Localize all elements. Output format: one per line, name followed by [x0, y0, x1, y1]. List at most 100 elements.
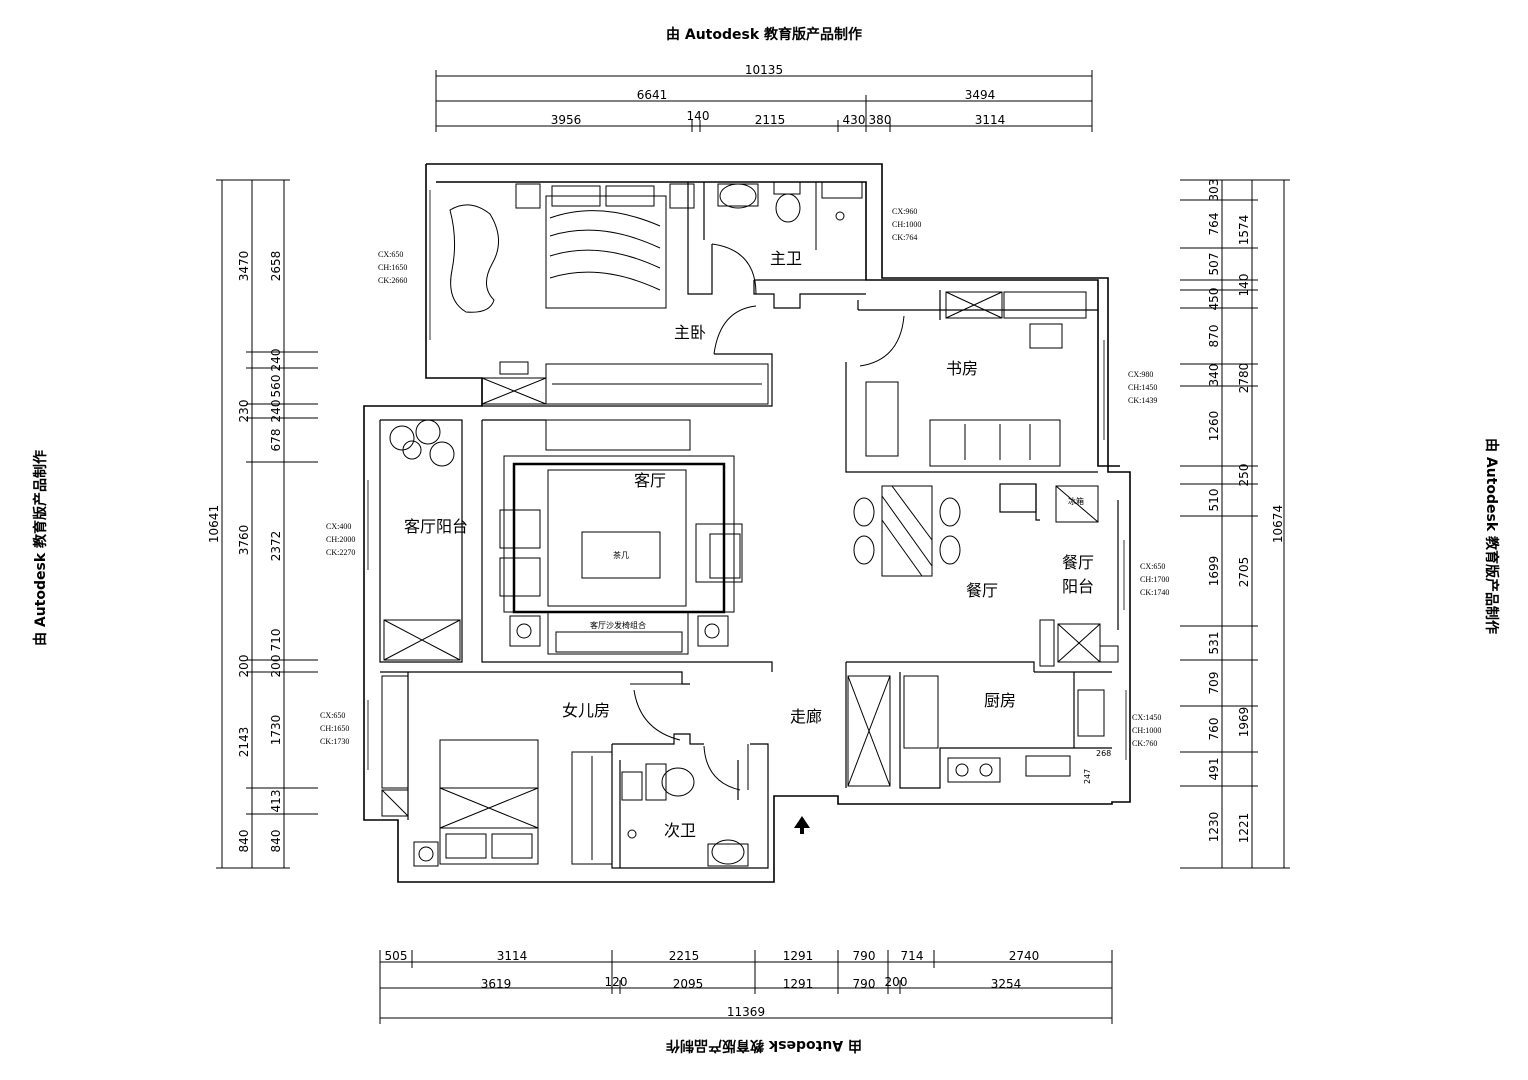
- label-master-bath: 主卫: [770, 249, 802, 268]
- window-note-living-balcony: CX:400 CH:2000 CK:2270: [326, 522, 355, 557]
- svg-text:CK:1439: CK:1439: [1128, 396, 1157, 405]
- dim-right-row2-3: 250: [1237, 464, 1251, 487]
- dim-bottom-row2-0: 3619: [481, 977, 512, 991]
- kitchen-cabinets: [847, 675, 1105, 787]
- svg-text:CX:650: CX:650: [320, 711, 345, 720]
- dim-left-row3-4: 678: [269, 429, 283, 452]
- master-bath-fixtures: [717, 181, 863, 250]
- dim-left-row2-3: 200: [237, 655, 251, 678]
- dim-top-row2-0: 6641: [637, 88, 668, 102]
- dim-right-row3-2: 507: [1207, 253, 1221, 276]
- dim-bottom-row1-6: 2740: [1009, 949, 1040, 963]
- dim-bottom-row1-2: 2215: [669, 949, 700, 963]
- dim-right-row3-4: 870: [1207, 325, 1221, 348]
- window-note-kitchen: CX:1450 CH:1000 CK:760: [1132, 713, 1161, 748]
- label-kitchen: 厨房: [984, 691, 1016, 710]
- dim-lines-right: [1180, 179, 1290, 869]
- dim-left-row2-2: 3760: [237, 525, 251, 556]
- svg-text:CK:764: CK:764: [892, 233, 917, 242]
- dim-left-overall: 10641: [207, 505, 221, 543]
- windows: [367, 190, 1127, 770]
- dim-left-row3-1: 240: [269, 349, 283, 372]
- dim-left-row2-0: 3470: [237, 251, 251, 282]
- dim-left-row3-3: 240: [269, 400, 283, 423]
- dim-left-row2-5: 840: [237, 830, 251, 853]
- svg-text:CH:1650: CH:1650: [320, 724, 349, 733]
- armchairs: [499, 509, 743, 597]
- study-furniture: [865, 291, 1087, 467]
- label-living-room: 客厅: [634, 471, 666, 490]
- dim-bottom-row1-4: 790: [853, 949, 876, 963]
- dim-right-row3-5: 340: [1207, 364, 1221, 387]
- daughter-wardrobe: [571, 751, 613, 865]
- dim-left-row3-10: 840: [269, 830, 283, 853]
- dim-left-row3-8: 1730: [269, 715, 283, 746]
- exterior-walls: [363, 163, 1131, 883]
- dim-right-row3-13: 1230: [1207, 812, 1221, 843]
- label-dining-balcony-line1: 餐厅: [1062, 553, 1094, 572]
- sofa: [509, 611, 729, 655]
- dim-left-row3-0: 2658: [269, 251, 283, 282]
- watermark-top: 由 Autodesk 教育版产品制作: [665, 27, 863, 43]
- label-study: 书房: [946, 359, 978, 378]
- svg-text:CX:650: CX:650: [1140, 562, 1165, 571]
- svg-text:CX:650: CX:650: [378, 250, 403, 259]
- svg-text:CH:1700: CH:1700: [1140, 575, 1169, 584]
- dim-right-row2-1: 140: [1237, 274, 1251, 297]
- svg-text:CH:1650: CH:1650: [378, 263, 407, 272]
- dim-bottom-row2-4: 790: [853, 977, 876, 991]
- rug: [503, 455, 735, 614]
- dim-top-row3-2: 2115: [755, 113, 786, 127]
- dim-bottom-row1-0: 505: [385, 949, 408, 963]
- dim-right-row3-1: 764: [1207, 213, 1221, 236]
- window-note-master-bedroom: CX:650 CH:1650 CK:2660: [378, 250, 407, 285]
- dim-left-row3-9: 413: [269, 790, 283, 813]
- svg-text:CK:1740: CK:1740: [1140, 588, 1169, 597]
- dim-right-row2-5: 1969: [1237, 707, 1251, 738]
- daughter-bed: [413, 739, 539, 867]
- svg-text:CH:1000: CH:1000: [892, 220, 921, 229]
- dim-left-row3-5: 2372: [269, 531, 283, 562]
- label-second-bath: 次卫: [664, 821, 696, 840]
- dim-bottom-overall: 11369: [727, 1005, 765, 1019]
- dim-right-row2-0: 1574: [1237, 215, 1251, 246]
- dim-right-row2-2: 2780: [1237, 363, 1251, 394]
- label-dining-room: 餐厅: [966, 581, 998, 600]
- plants: [389, 419, 455, 467]
- dim-right-row2-4: 2705: [1237, 557, 1251, 588]
- coffee-table: [581, 531, 661, 579]
- window-note-dining-balcony: CX:650 CH:1700 CK:1740: [1140, 562, 1169, 597]
- dim-top-row3-0: 3956: [551, 113, 582, 127]
- dim-bottom-row2-2: 2095: [673, 977, 704, 991]
- dim-right-row3-8: 1699: [1207, 556, 1221, 587]
- dim-top-row2-1: 3494: [965, 88, 996, 102]
- label-master-bedroom: 主卧: [674, 323, 706, 342]
- dim-bottom-row2-6: 3254: [991, 977, 1022, 991]
- svg-text:CX:960: CX:960: [892, 207, 917, 216]
- dim-right-row3-10: 709: [1207, 672, 1221, 695]
- window-note-daughter-room: CX:650 CH:1650 CK:1730: [320, 711, 349, 746]
- bathtub-lounge: [449, 204, 499, 313]
- label-daughter-room: 女儿房: [562, 701, 610, 720]
- svg-text:CH:1450: CH:1450: [1128, 383, 1157, 392]
- dim-kitchen-247: 247: [1083, 769, 1092, 784]
- dim-right-row3-9: 531: [1207, 632, 1221, 655]
- dim-right-row3-3: 450: [1207, 288, 1221, 311]
- tv-unit: [545, 419, 691, 451]
- fridge: [1055, 485, 1099, 523]
- svg-text:CK:2270: CK:2270: [326, 548, 355, 557]
- label-coffee-table: 茶几: [613, 550, 629, 560]
- dim-right-overall: 10674: [1271, 505, 1285, 543]
- dim-left-row3-6: 710: [269, 629, 283, 652]
- living-balcony-cabinet: [383, 619, 461, 661]
- interior-walls: [379, 182, 1119, 869]
- dim-bottom-row1-1: 3114: [497, 949, 528, 963]
- dim-lines-left: [216, 179, 318, 869]
- dining-table: [853, 485, 961, 577]
- dim-lines-top: [435, 70, 1093, 132]
- dim-right-row3-6: 1260: [1207, 411, 1221, 442]
- svg-text:CX:1450: CX:1450: [1132, 713, 1161, 722]
- dim-bottom-row2-5: 200: [885, 975, 908, 989]
- second-bath-fixtures: [621, 763, 749, 867]
- dim-top-overall: 10135: [745, 63, 783, 77]
